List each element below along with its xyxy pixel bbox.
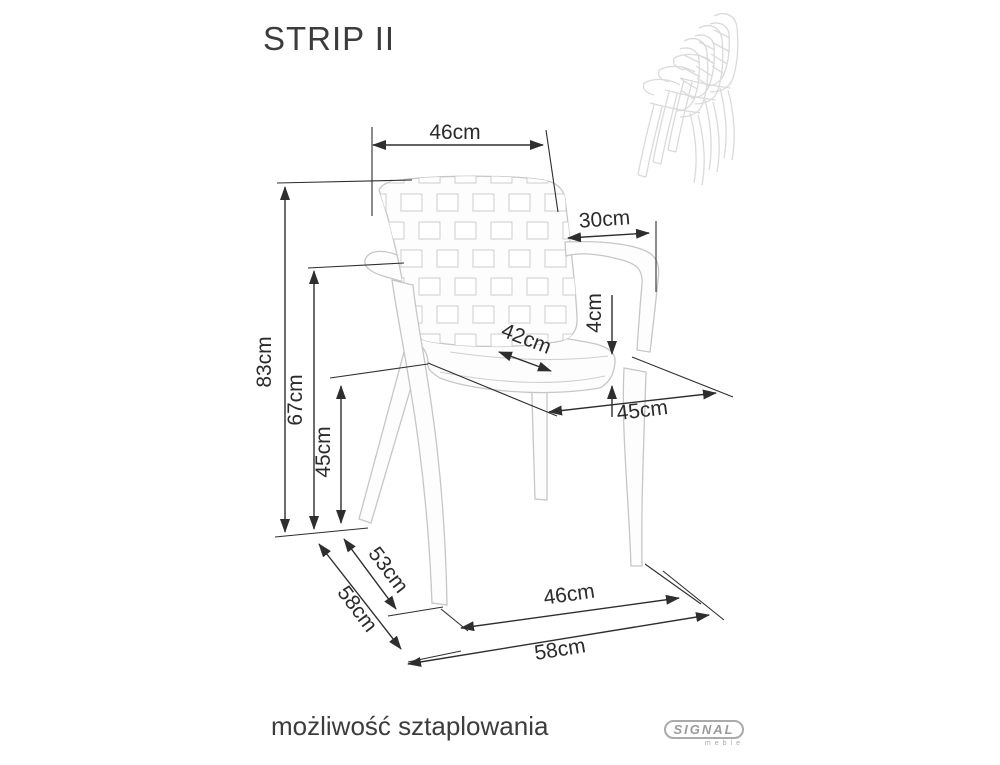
dim-label-total-height: 83cm (253, 336, 276, 387)
dimension-lines (280, 140, 717, 667)
front-right-leg (622, 367, 647, 567)
chair-drawing (358, 175, 660, 606)
left-armrest (364, 250, 408, 283)
dim-label-side-depth: 58cm (333, 582, 382, 637)
dim-label-base-front-width: 46cm (542, 580, 596, 610)
stackability-note: możliwość sztaplowania (271, 711, 549, 741)
dim-label-seat-thickness: 4cm (583, 293, 606, 333)
dim-label-armrest-depth: 30cm (578, 206, 631, 233)
brand-logo: SIGNAL meble (664, 720, 744, 747)
front-left-leg (391, 279, 448, 606)
dim-label-total-depth: 58cm (533, 634, 587, 665)
dim-line-armrest-depth (567, 228, 650, 243)
dim-line-side-depth (318, 543, 402, 650)
dim-line-seat-width (498, 351, 552, 372)
brand-logo-text: SIGNAL (664, 720, 744, 739)
dim-line-seat-depth (548, 389, 717, 416)
brand-logo-subtext: meble (704, 740, 744, 747)
right-armrest (564, 240, 660, 353)
dim-label-armrest-height: 67cm (284, 374, 307, 425)
dim-label-seat-depth: 45cm (615, 396, 669, 425)
product-title: STRIP II (263, 20, 396, 57)
dim-label-backrest-width: 46cm (429, 121, 480, 144)
dim-label-seat-height: 45cm (312, 426, 335, 477)
stacked-chairs-sketch (637, 12, 739, 186)
dim-label-inner-depth: 53cm (364, 543, 413, 598)
dim-line-total-depth (407, 612, 710, 667)
